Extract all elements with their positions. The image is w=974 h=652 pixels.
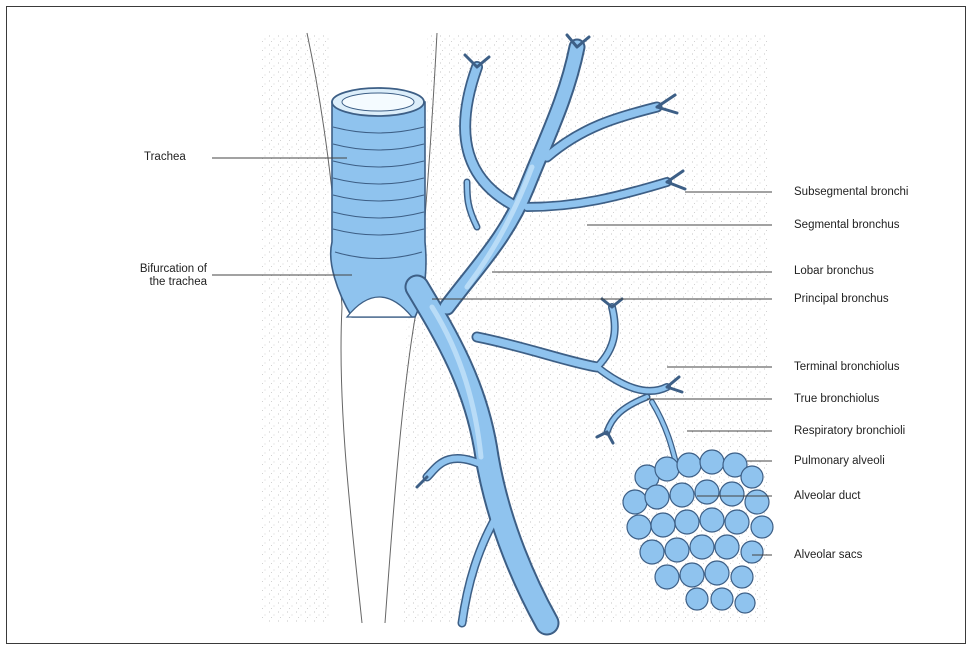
label-trachea: Trachea bbox=[144, 151, 186, 164]
label-principal-bronchus: Principal bronchus bbox=[794, 293, 889, 306]
label-bifurcation-line2: the trachea bbox=[107, 276, 207, 289]
label-bifurcation-line1: Bifurcation of bbox=[107, 263, 207, 276]
figure-frame: Trachea Bifurcation of the trachea Subse… bbox=[6, 6, 966, 644]
lung-tissue-left bbox=[262, 33, 332, 623]
lung-tissue-right bbox=[402, 33, 767, 623]
label-segmental-bronchus: Segmental bronchus bbox=[794, 219, 899, 232]
label-respiratory-bronchioli: Respiratory bronchioli bbox=[794, 425, 905, 438]
label-subsegmental-bronchi: Subsegmental bronchi bbox=[794, 186, 908, 199]
label-lobar-bronchus: Lobar bronchus bbox=[794, 265, 874, 278]
label-terminal-bronchiolus: Terminal bronchiolus bbox=[794, 361, 899, 374]
label-pulmonary-alveoli: Pulmonary alveoli bbox=[794, 455, 885, 468]
label-alveolar-sacs: Alveolar sacs bbox=[794, 549, 862, 562]
label-alveolar-duct: Alveolar duct bbox=[794, 490, 860, 503]
label-true-bronchiolus: True bronchiolus bbox=[794, 393, 879, 406]
